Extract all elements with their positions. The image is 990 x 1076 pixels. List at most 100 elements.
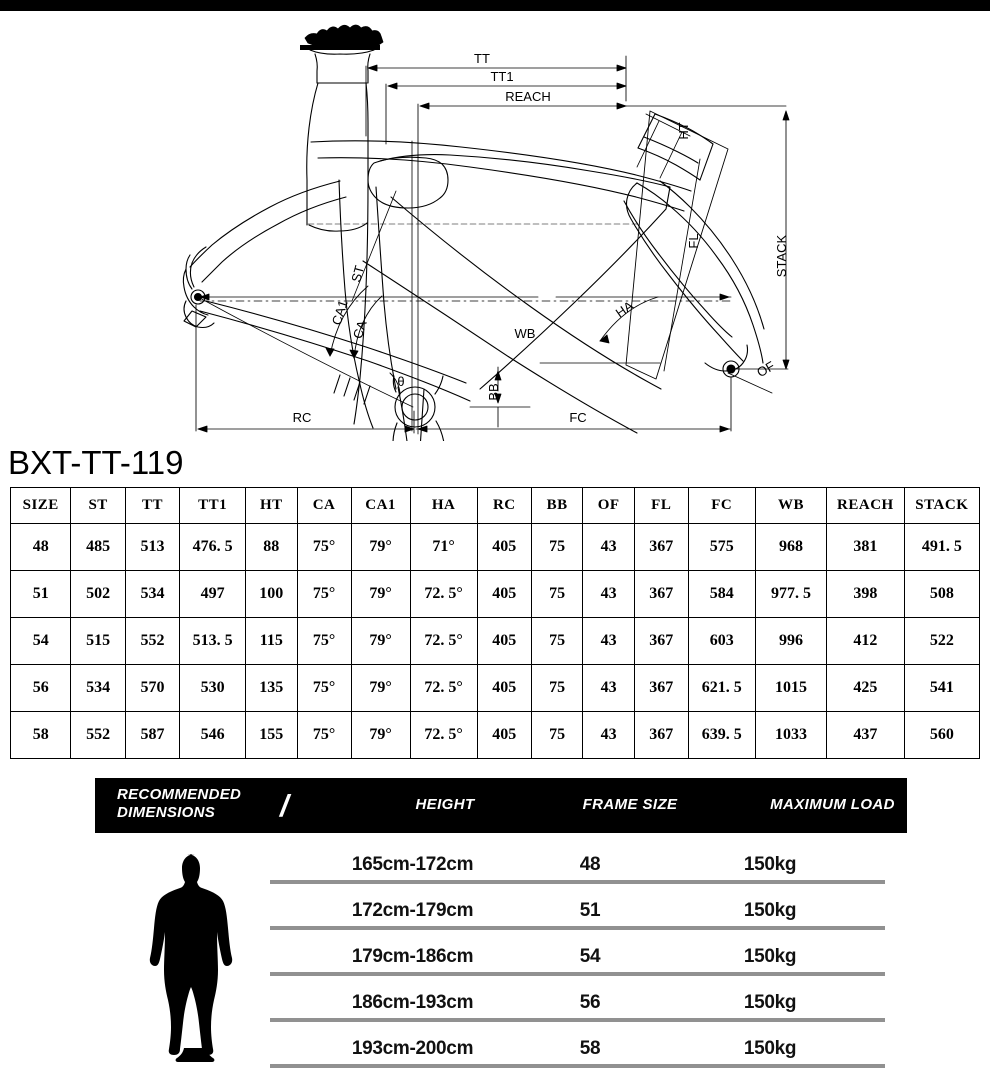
cell-size: 48 — [9, 523, 72, 571]
cell-bb: 75 — [530, 523, 584, 571]
table-header-row: SIZE ST TT TT1 HT CA CA1 HA RC BB OF FL … — [9, 487, 981, 524]
cell-ha: 72. 5° — [409, 617, 478, 665]
cell-tt: 552 — [124, 617, 181, 665]
cell-of: 43 — [582, 570, 635, 618]
cell-bb: 75 — [530, 711, 584, 759]
cell-fc: 603 — [687, 617, 756, 665]
list-item: 186cm-193cm 56 150kg — [270, 976, 885, 1022]
table-row: 51 502 534 497 100 75° 79° 72. 5° 405 75… — [9, 570, 981, 618]
cell-size: 54 — [9, 617, 72, 665]
cell-ca: 75° — [296, 523, 352, 571]
cell-st: 552 — [70, 711, 126, 759]
recommended-rows: 165cm-172cm 48 150kg 172cm-179cm 51 150k… — [270, 838, 885, 1068]
col-header-reach: REACH — [826, 487, 905, 524]
down-tube-upper — [390, 196, 662, 390]
cell-tt: 570 — [124, 664, 181, 712]
label-theta: θ — [397, 374, 404, 389]
label-tt1: TT1 — [490, 69, 513, 84]
cell-reach: 398 — [826, 570, 905, 618]
cell-bb: 75 — [530, 617, 584, 665]
cell-wb: 996 — [754, 617, 828, 665]
cell-stack: 560 — [903, 711, 981, 759]
row-frame-size: 54 — [579, 946, 601, 967]
cell-tt1: 546 — [179, 711, 247, 759]
col-header-ha: HA — [409, 487, 478, 524]
cell-of: 43 — [582, 523, 635, 571]
cell-reach: 412 — [826, 617, 905, 665]
cell-ht: 115 — [245, 617, 298, 665]
cell-wb: 1015 — [754, 664, 828, 712]
cell-ca: 75° — [296, 664, 352, 712]
label-fc: FC — [569, 410, 586, 425]
cell-st: 534 — [70, 664, 126, 712]
cell-ha: 72. 5° — [409, 711, 478, 759]
table-row: 48 485 513 476. 5 88 75° 79° 71° 405 75 … — [9, 523, 981, 571]
cell-tt1: 476. 5 — [179, 523, 247, 571]
row-max-load: 150kg — [743, 946, 797, 967]
cell-st: 485 — [70, 523, 126, 571]
table-row: 54 515 552 513. 5 115 75° 79° 72. 5° 405… — [9, 617, 981, 665]
row-height: 186cm-193cm — [351, 992, 474, 1013]
col-header-fl: FL — [633, 487, 689, 524]
col-header-ca1: CA1 — [350, 487, 411, 524]
row-frame-size: 48 — [579, 854, 601, 875]
cell-stack: 491. 5 — [903, 523, 981, 571]
cell-fl: 367 — [633, 664, 689, 712]
cell-size: 58 — [9, 711, 72, 759]
top-tube-upper — [310, 140, 692, 192]
dimension-lines — [195, 55, 790, 435]
handlebar-group — [300, 24, 384, 232]
cell-ht: 100 — [245, 570, 298, 618]
col-header-height: HEIGHT — [415, 796, 475, 813]
col-header-max-load: MAXIMUM LOAD — [770, 796, 895, 813]
cell-ha: 72. 5° — [409, 664, 478, 712]
col-header-wb: WB — [754, 487, 828, 524]
cell-bb: 75 — [530, 570, 584, 618]
col-header-size: SIZE — [9, 487, 72, 524]
cell-tt: 587 — [124, 711, 181, 759]
label-fl: FL — [686, 233, 701, 248]
col-header-ca: CA — [296, 487, 352, 524]
label-ca1: CA1 — [329, 298, 351, 327]
row-height: 165cm-172cm — [351, 854, 474, 875]
cell-fl: 367 — [633, 711, 689, 759]
row-frame-size: 51 — [579, 900, 601, 921]
label-wb: WB — [515, 326, 536, 341]
row-max-load: 150kg — [743, 992, 797, 1013]
label-tt: TT — [474, 51, 490, 66]
recommended-title: RECOMMENDED DIMENSIONS — [117, 786, 241, 822]
cell-of: 43 — [582, 711, 635, 759]
cell-ht: 155 — [245, 711, 298, 759]
cell-ca1: 79° — [350, 570, 411, 618]
col-header-rc: RC — [476, 487, 532, 524]
label-st: ST — [348, 264, 367, 284]
cell-st: 515 — [70, 617, 126, 665]
cell-ht: 135 — [245, 664, 298, 712]
cell-stack: 508 — [903, 570, 981, 618]
cell-wb: 968 — [754, 523, 828, 571]
cell-stack: 541 — [903, 664, 981, 712]
cell-reach: 425 — [826, 664, 905, 712]
cell-tt: 513 — [124, 523, 181, 571]
bottom-bracket-circle — [394, 386, 436, 428]
col-header-fc: FC — [687, 487, 756, 524]
cell-fl: 367 — [633, 570, 689, 618]
fork-group — [623, 113, 765, 378]
col-header-of: OF — [582, 487, 635, 524]
frame-geometry-diagram: TT TT1 REACH HT FL STACK HA OF ST CA1 CA… — [0, 11, 990, 441]
frame-diagram-svg: TT TT1 REACH HT FL STACK HA OF ST CA1 CA… — [182, 24, 790, 441]
cell-ca: 75° — [296, 711, 352, 759]
person-silhouette-icon — [149, 854, 233, 1062]
top-tube-lower — [317, 157, 685, 212]
row-height: 179cm-186cm — [351, 946, 474, 967]
cell-fc: 584 — [687, 570, 756, 618]
cell-ht: 88 — [245, 523, 298, 571]
cell-of: 43 — [582, 617, 635, 665]
recommended-dimensions-section: RECOMMENDED DIMENSIONS / HEIGHT FRAME SI… — [0, 778, 990, 1076]
cell-rc: 405 — [476, 570, 532, 618]
list-item: 165cm-172cm 48 150kg — [270, 838, 885, 884]
cell-reach: 381 — [826, 523, 905, 571]
col-header-ht: HT — [245, 487, 298, 524]
row-frame-size: 58 — [579, 1038, 601, 1059]
cell-ca: 75° — [296, 570, 352, 618]
